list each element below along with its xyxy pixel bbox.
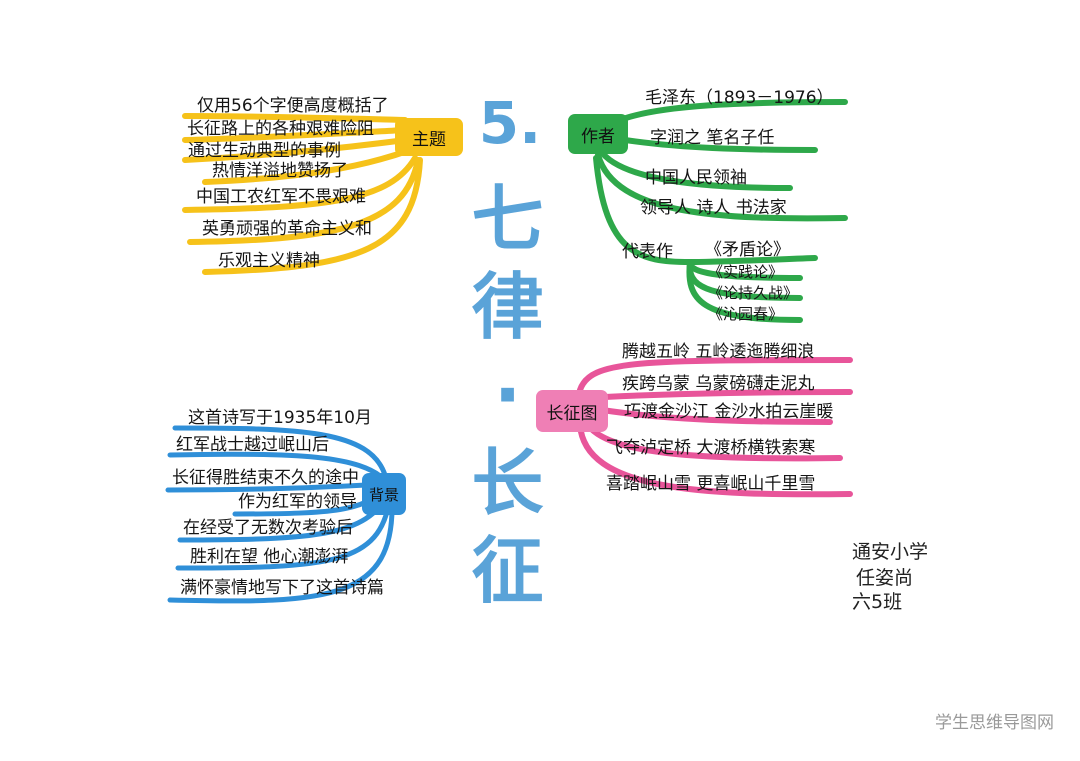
route-hub: 长征图 xyxy=(536,390,608,432)
poem-title: 七律·长征 xyxy=(471,177,544,613)
background-item: 满怀豪情地写下了这首诗篇 xyxy=(180,578,384,598)
route-item: 飞夺泸定桥 大渡桥横铁索寒 xyxy=(606,438,816,458)
background-item: 胜利在望 他心潮澎湃 xyxy=(190,547,349,567)
author-item: 代表作 xyxy=(622,242,673,262)
author-work: 《沁园春》 xyxy=(708,305,784,323)
theme-hub: 主题 xyxy=(395,118,463,156)
author-item: 中国人民领袖 xyxy=(645,168,747,188)
author-branch-lines xyxy=(593,99,848,323)
watermark: 学生思维导图网 xyxy=(935,713,1054,733)
title-number: 5. xyxy=(478,89,542,157)
theme-item: 通过生动典型的事例 xyxy=(188,141,341,161)
theme-item: 长征路上的各种艰难险阻 xyxy=(187,119,374,139)
author-work: 《实践论》 xyxy=(708,263,784,281)
background-item: 这首诗写于1935年10月 xyxy=(188,408,372,428)
author-work: 《矛盾论》 xyxy=(705,240,790,260)
author-item: 毛泽东（1893－1976） xyxy=(645,88,834,108)
route-item: 疾跨乌蒙 乌蒙磅礴走泥丸 xyxy=(622,374,815,394)
author-hub: 作者 xyxy=(568,114,628,154)
background-item: 红军战士越过岷山后 xyxy=(176,435,329,455)
background-hub: 背景 xyxy=(362,473,406,515)
signature-name: 任姿尚 xyxy=(856,567,914,589)
background-item: 在经受了无数次考验后 xyxy=(183,518,353,538)
author-work: 《论持久战》 xyxy=(708,284,799,302)
theme-item: 中国工农红军不畏艰难 xyxy=(196,187,366,207)
theme-item: 热情洋溢地赞扬了 xyxy=(212,161,348,181)
signature-class: 六5班 xyxy=(852,591,903,613)
author-item: 领导人 诗人 书法家 xyxy=(640,198,787,218)
background-item: 作为红军的领导 xyxy=(238,492,357,512)
theme-item: 英勇顽强的革命主义和 xyxy=(202,219,372,239)
author-item: 字润之 笔名子任 xyxy=(650,128,775,148)
signature-school: 通安小学 xyxy=(852,541,929,563)
theme-item: 乐观主义精神 xyxy=(218,251,320,271)
background-item: 长征得胜结束不久的途中 xyxy=(172,468,359,488)
theme-item: 仅用56个字便高度概括了 xyxy=(197,96,389,116)
route-branch-lines xyxy=(577,357,853,498)
route-item: 巧渡金沙江 金沙水拍云崖暖 xyxy=(624,402,834,422)
route-item: 喜踏岷山雪 更喜岷山千里雪 xyxy=(606,474,816,494)
theme-branch-lines xyxy=(182,113,423,275)
route-item: 腾越五岭 五岭逶迤腾细浪 xyxy=(622,342,815,362)
